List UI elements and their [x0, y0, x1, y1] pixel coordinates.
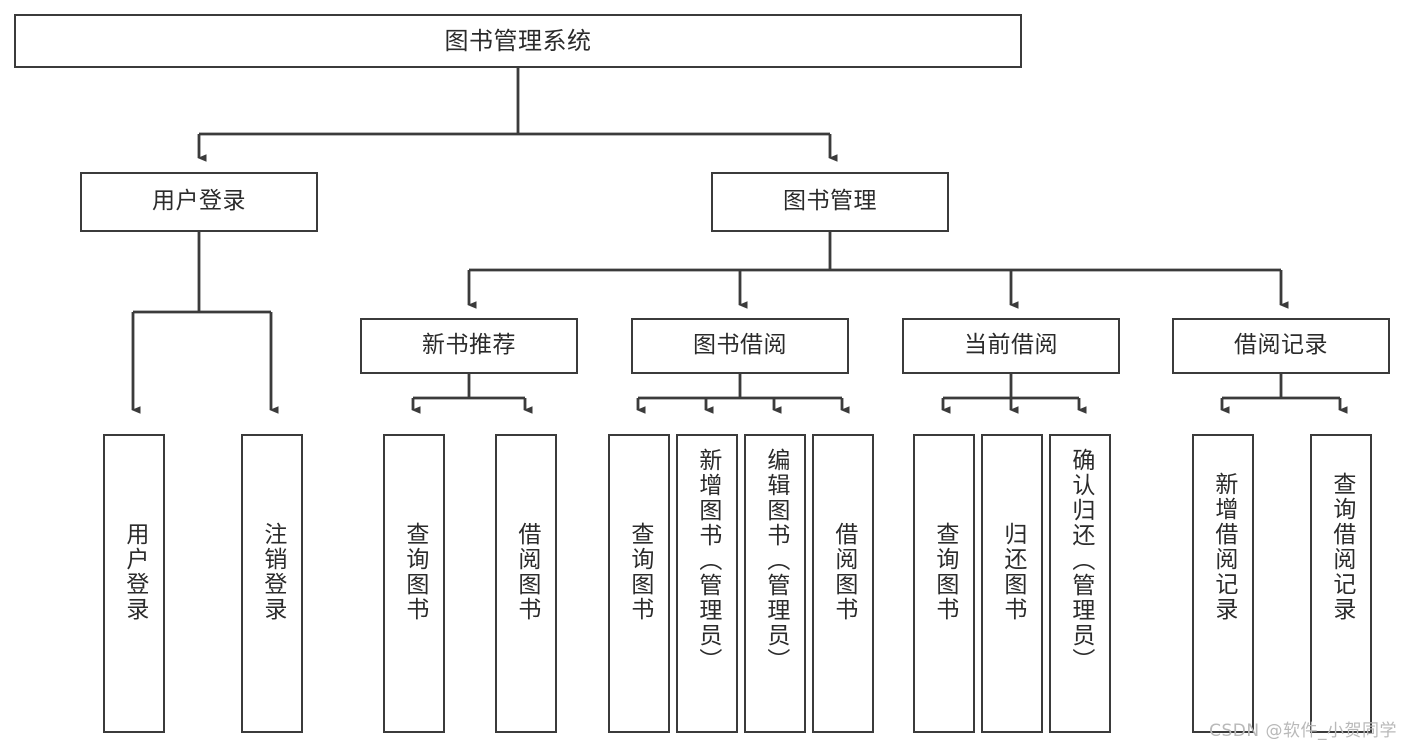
leaf-current-borrow-query-book[interactable]: 查询图书: [913, 434, 975, 733]
leaf-label: 新增图书（管理员）: [694, 448, 721, 673]
node-book-borrow[interactable]: 图书借阅: [631, 318, 849, 374]
node-label: 用户登录: [152, 188, 246, 215]
node-user-login[interactable]: 用户登录: [80, 172, 318, 232]
leaf-current-borrow-confirm-return-admin[interactable]: 确认归还（管理员）: [1049, 434, 1111, 733]
leaf-label: 借阅图书: [513, 522, 540, 622]
leaf-label: 用户登录: [121, 522, 148, 622]
leaf-new-book-query-book[interactable]: 查询图书: [383, 434, 445, 733]
leaf-label: 编辑图书（管理员）: [762, 448, 789, 673]
leaf-book-borrow-query-book[interactable]: 查询图书: [608, 434, 670, 733]
leaf-label: 借阅图书: [830, 522, 857, 622]
node-label: 新书推荐: [422, 332, 516, 359]
leaf-label: 新增借阅记录: [1210, 472, 1237, 622]
node-current-borrow[interactable]: 当前借阅: [902, 318, 1120, 374]
leaf-current-borrow-return-book[interactable]: 归还图书: [981, 434, 1043, 733]
leaf-label: 注销登录: [259, 522, 286, 622]
node-label: 借阅记录: [1234, 332, 1328, 359]
leaf-label: 确认归还（管理员）: [1067, 448, 1094, 673]
node-root-system[interactable]: 图书管理系统: [14, 14, 1022, 68]
leaf-label: 查询图书: [626, 522, 653, 622]
csdn-watermark: CSDN @软件_小贺同学: [1209, 721, 1397, 741]
leaf-label: 查询图书: [931, 522, 958, 622]
node-new-book-recommendation[interactable]: 新书推荐: [360, 318, 578, 374]
node-label: 图书管理: [783, 188, 877, 215]
node-label: 图书管理系统: [444, 26, 592, 55]
leaf-borrow-record-query-record[interactable]: 查询借阅记录: [1310, 434, 1372, 733]
leaf-user-login-logout[interactable]: 注销登录: [241, 434, 303, 733]
leaf-book-borrow-edit-book-admin[interactable]: 编辑图书（管理员）: [744, 434, 806, 733]
leaf-borrow-record-add-record[interactable]: 新增借阅记录: [1192, 434, 1254, 733]
leaf-user-login-login[interactable]: 用户登录: [103, 434, 165, 733]
node-book-management[interactable]: 图书管理: [711, 172, 949, 232]
node-label: 当前借阅: [964, 332, 1058, 359]
leaf-label: 归还图书: [999, 522, 1026, 622]
leaf-book-borrow-borrow-book[interactable]: 借阅图书: [812, 434, 874, 733]
leaf-label: 查询借阅记录: [1328, 472, 1355, 622]
node-label: 图书借阅: [693, 332, 787, 359]
leaf-label: 查询图书: [401, 522, 428, 622]
node-borrow-record[interactable]: 借阅记录: [1172, 318, 1390, 374]
leaf-new-book-borrow-book[interactable]: 借阅图书: [495, 434, 557, 733]
leaf-book-borrow-add-book-admin[interactable]: 新增图书（管理员）: [676, 434, 738, 733]
